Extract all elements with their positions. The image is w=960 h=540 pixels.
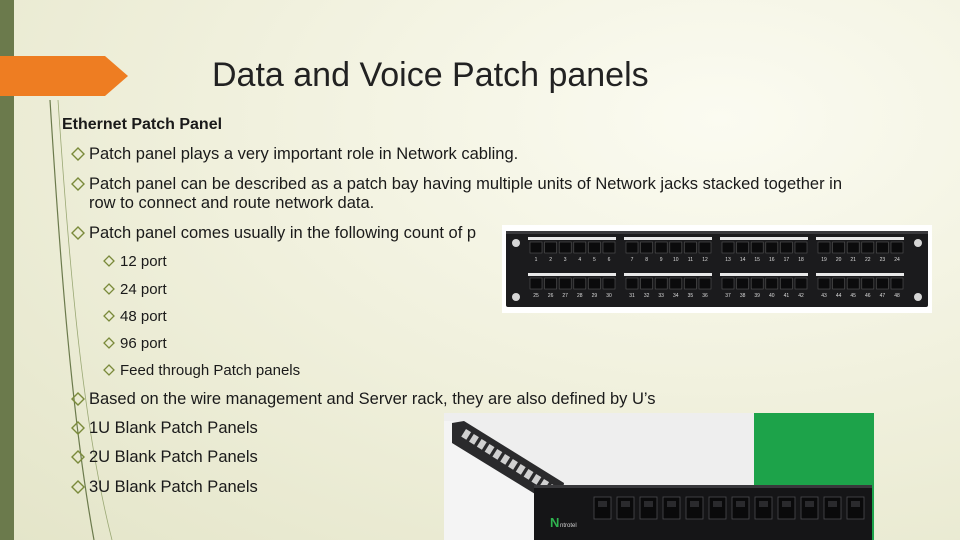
port-number-label: 29 bbox=[592, 293, 598, 299]
port-number-label: 36 bbox=[702, 293, 708, 299]
decorative-lines bbox=[49, 99, 113, 540]
port-number-label: 13 bbox=[725, 257, 731, 263]
port-number-label: 3 bbox=[564, 257, 567, 263]
port-number-label: 18 bbox=[798, 257, 804, 263]
sub-bullet-item: Feed through Patch panels bbox=[102, 361, 300, 380]
diamond-bullet-icon bbox=[103, 364, 115, 376]
bullet-item: 1U Blank Patch Panels bbox=[71, 419, 258, 438]
port-number-label: 10 bbox=[673, 257, 679, 263]
port-number-label: 17 bbox=[784, 257, 790, 263]
port-number-label: 2 bbox=[549, 257, 552, 263]
port-number-label: 27 bbox=[562, 293, 568, 299]
port-number-label: 39 bbox=[754, 293, 760, 299]
bullet-item: Based on the wire management and Server … bbox=[71, 390, 656, 409]
bullet-item: Patch panel can be described as a patch … bbox=[71, 175, 842, 213]
sub-bullet-item: 12 port bbox=[102, 252, 167, 271]
bullet-item: 2U Blank Patch Panels bbox=[71, 448, 258, 467]
diamond-bullet-icon bbox=[71, 392, 85, 406]
port-number-label: 23 bbox=[880, 257, 886, 263]
port-number-label: 5 bbox=[593, 257, 596, 263]
port-number-label: 22 bbox=[865, 257, 871, 263]
diamond-bullet-icon bbox=[71, 450, 85, 464]
port-number-label: 40 bbox=[769, 293, 775, 299]
slide-title: Data and Voice Patch panels bbox=[212, 56, 649, 94]
port-number-label: 1 bbox=[535, 257, 538, 263]
port-number-label: 42 bbox=[798, 293, 804, 299]
port-number-label: 19 bbox=[821, 257, 827, 263]
port-number-label: 6 bbox=[608, 257, 611, 263]
port-number-label: 31 bbox=[629, 293, 635, 299]
diamond-bullet-icon bbox=[103, 310, 115, 322]
port-number-label: 24 bbox=[894, 257, 900, 263]
port-number-label: 33 bbox=[658, 293, 664, 299]
port-number-label: 26 bbox=[548, 293, 554, 299]
bullet-item: 3U Blank Patch Panels bbox=[71, 478, 258, 497]
port-number-label: 48 bbox=[894, 293, 900, 299]
angled-patch-panel-image: N ntrotel bbox=[444, 413, 874, 540]
port-number-label: 41 bbox=[784, 293, 790, 299]
port-number-label: 30 bbox=[606, 293, 612, 299]
sub-bullet-item: 96 port bbox=[102, 334, 167, 353]
diamond-bullet-icon bbox=[71, 480, 85, 494]
port-number-label: 15 bbox=[754, 257, 760, 263]
diamond-bullet-icon bbox=[71, 147, 85, 161]
port-number-label: 44 bbox=[836, 293, 842, 299]
port-number-label: 47 bbox=[880, 293, 886, 299]
bullet-item: Patch panel comes usually in the followi… bbox=[71, 224, 476, 243]
diamond-bullet-icon bbox=[103, 255, 115, 267]
sub-bullet-item: 24 port bbox=[102, 280, 167, 299]
port-number-label: 32 bbox=[644, 293, 650, 299]
orange-tab bbox=[0, 56, 128, 96]
bullet-item: Patch panel plays a very important role … bbox=[71, 145, 518, 164]
port-number-label: 37 bbox=[725, 293, 731, 299]
diamond-bullet-icon bbox=[71, 226, 85, 240]
diamond-bullet-icon bbox=[71, 421, 85, 435]
left-accent-bar bbox=[0, 0, 14, 540]
port-number-label: 25 bbox=[533, 293, 539, 299]
port-number-label: 21 bbox=[850, 257, 856, 263]
port-number-label: 14 bbox=[740, 257, 746, 263]
panel-brand-logo: N bbox=[550, 515, 559, 530]
port-number-label: 4 bbox=[578, 257, 581, 263]
port-number-label: 11 bbox=[688, 257, 693, 263]
section-heading: Ethernet Patch Panel bbox=[62, 116, 223, 133]
sub-bullet-item: 48 port bbox=[102, 307, 167, 326]
port-number-label: 45 bbox=[850, 293, 856, 299]
panel-brand-text: ntrotel bbox=[560, 523, 577, 529]
port-number-label: 46 bbox=[865, 293, 871, 299]
diamond-bullet-icon bbox=[103, 283, 115, 295]
port-number-label: 8 bbox=[645, 257, 648, 263]
diamond-bullet-icon bbox=[71, 177, 85, 191]
port-number-label: 20 bbox=[836, 257, 842, 263]
port-number-label: 9 bbox=[660, 257, 663, 263]
port-number-label: 16 bbox=[769, 257, 775, 263]
port-number-label: 28 bbox=[577, 293, 583, 299]
port-number-label: 43 bbox=[821, 293, 827, 299]
port-number-label: 38 bbox=[740, 293, 746, 299]
port-number-label: 12 bbox=[702, 257, 708, 263]
port-number-label: 34 bbox=[673, 293, 679, 299]
port-number-label: 7 bbox=[631, 257, 634, 263]
port-number-label: 35 bbox=[688, 293, 694, 299]
diamond-bullet-icon bbox=[103, 337, 115, 349]
